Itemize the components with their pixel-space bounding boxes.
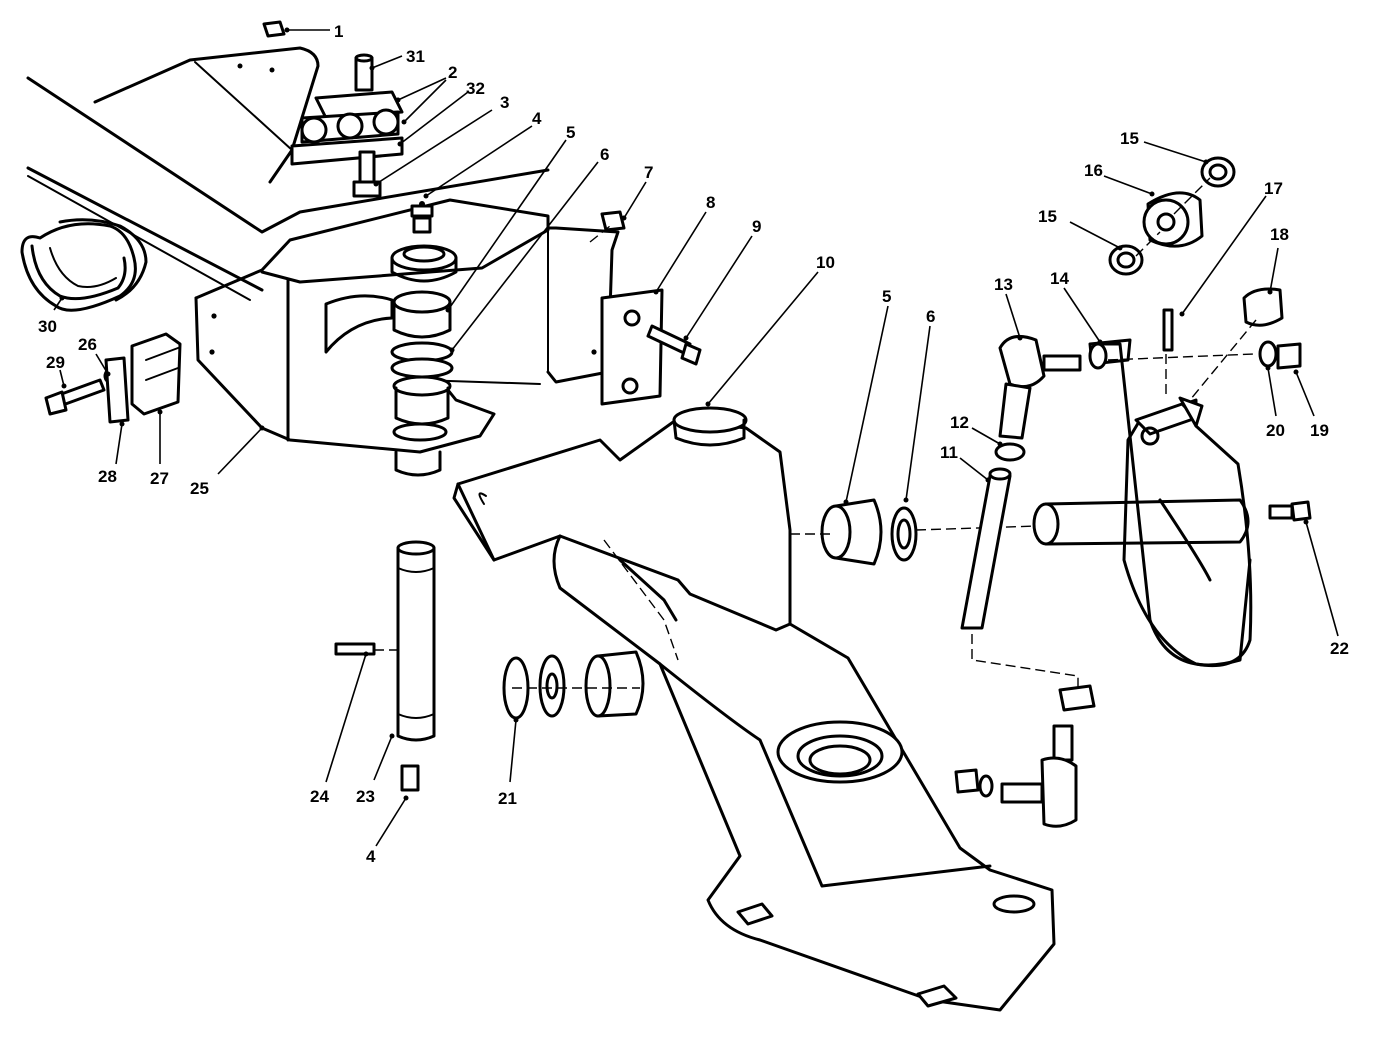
callout-22: 22: [1330, 639, 1349, 658]
callout-29: 29: [46, 353, 65, 372]
side-plate-hardware: [589, 210, 702, 406]
pin-part-17: [1162, 308, 1174, 352]
callout-15-upper: 15: [1120, 129, 1139, 148]
callout-21: 21: [498, 789, 517, 808]
top-hardware: [262, 20, 404, 198]
callout-17: 17: [1264, 179, 1283, 198]
callout-16: 16: [1084, 161, 1103, 180]
callout-2: 2: [448, 63, 457, 82]
callout-26: 26: [78, 335, 97, 354]
callout-1: 1: [334, 22, 343, 41]
callout-30: 30: [38, 317, 57, 336]
bumper-part-30: [20, 218, 148, 312]
callout-19: 19: [1310, 421, 1329, 440]
leader-lines: [53, 27, 1339, 847]
callout-31: 31: [406, 47, 425, 66]
bushing-set-part-21: [502, 650, 645, 720]
tie-rod-part-11: [960, 474, 1012, 630]
bushing-part-15-top: [1200, 156, 1236, 188]
nut-part-12: [994, 442, 1026, 462]
plate-part-32: [290, 136, 404, 166]
washer-part-6-right: [890, 506, 918, 562]
tie-rod-parts-11-12-13: [954, 334, 1096, 828]
callout-13: 13: [994, 275, 1013, 294]
callout-5-right: 5: [882, 287, 891, 306]
bolt-part-3: [358, 150, 376, 184]
callout-32: 32: [466, 79, 485, 98]
callout-labels: 1 31 2 32 3 4 5 6 7 8 9 10 5 6 13 14 12 …: [38, 22, 1349, 866]
callout-9: 9: [752, 217, 761, 236]
spacer-stack: [390, 244, 458, 477]
callout-7: 7: [644, 163, 653, 182]
bushing-part-15-bottom: [1108, 244, 1144, 276]
nut-part-7: [600, 210, 626, 232]
clamp-hardware: [44, 332, 182, 424]
plate-part-8: [600, 288, 664, 406]
callout-24: 24: [310, 787, 329, 806]
clamp-part-27: [130, 332, 182, 416]
nut-part-1: [262, 20, 286, 38]
callout-12: 12: [950, 413, 969, 432]
pivot-bracket-part-25: [194, 198, 620, 454]
pin-nut-hardware: [1162, 287, 1302, 401]
callout-14: 14: [1050, 269, 1069, 288]
callout-6-left: 6: [600, 145, 609, 164]
callout-27: 27: [150, 469, 169, 488]
callout-28: 28: [98, 467, 117, 486]
grease-fitting-upper-part-4: [410, 201, 434, 234]
callout-6-right: 6: [926, 307, 935, 326]
callout-25: 25: [190, 479, 209, 498]
plate-part-28: [104, 356, 130, 424]
roll-pin-part-24: [334, 642, 376, 656]
callout-8: 8: [706, 193, 715, 212]
spindle-assembly: [790, 338, 1255, 668]
callout-18: 18: [1270, 225, 1289, 244]
callout-4-upper: 4: [532, 109, 542, 128]
pin-part-31: [354, 56, 374, 92]
axle-part-10: [452, 406, 1056, 1012]
sleeve-part-18: [1242, 287, 1284, 327]
callout-15-lower: 15: [1038, 207, 1057, 226]
callout-4-lower: 4: [366, 847, 376, 866]
callout-10: 10: [816, 253, 835, 272]
washer-part-20: [1258, 340, 1278, 368]
callout-11: 11: [940, 443, 958, 462]
ball-joint-part-13: [998, 334, 1046, 389]
roller-parts-15-16: [1108, 156, 1236, 276]
frame-rail: [26, 46, 550, 301]
callout-23: 23: [356, 787, 375, 806]
callout-20: 20: [1266, 421, 1285, 440]
grease-fitting-lower-part-4: [400, 764, 420, 792]
callout-5-left: 5: [566, 123, 575, 142]
grease-fitting-part-22: [1268, 500, 1312, 522]
callout-3: 3: [500, 93, 509, 112]
nut-part-19: [1276, 342, 1302, 370]
bushing-part-5-right: [820, 504, 852, 560]
pivot-pin-part-23: [334, 540, 436, 792]
